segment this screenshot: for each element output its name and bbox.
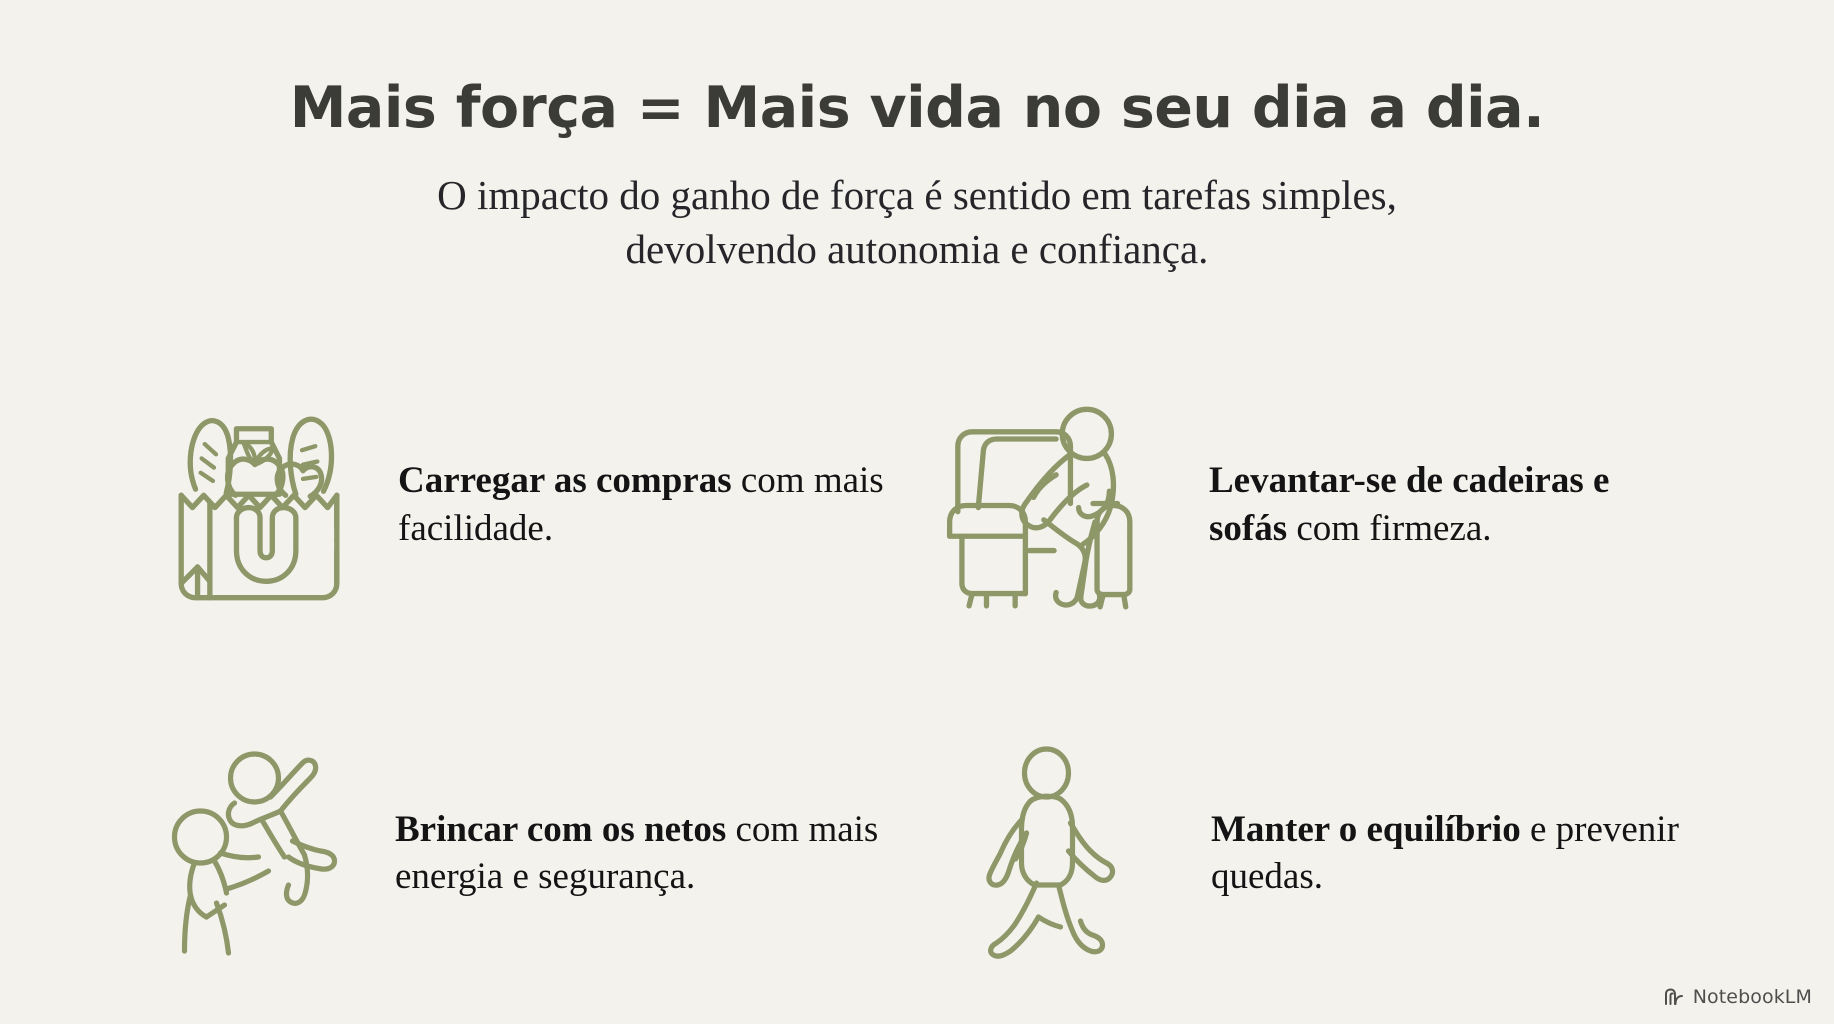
- person-standing-up-from-armchair-icon: [934, 397, 1169, 612]
- benefit-item-armchair: Levantar-se de cadeiras e sofás com firm…: [932, 334, 1684, 676]
- subtitle-line-2: devolvendo autonomia e confiança.: [625, 225, 1209, 272]
- benefit-text-grandchildren: Brincar com os netos com mais energia e …: [395, 806, 902, 901]
- slide-header: Mais força = Mais vida no seu dia a dia.…: [0, 0, 1834, 276]
- subtitle-line-1: O impacto do ganho de força é sentido em…: [437, 171, 1397, 218]
- benefit-item-balance: Manter o equilíbrio e prevenir quedas.: [932, 682, 1684, 1024]
- benefit-rest-balance: e prevenir quedas.: [1211, 808, 1679, 897]
- benefit-text-balance: Manter o equilíbrio e prevenir quedas.: [1211, 806, 1684, 901]
- benefit-item-grandchildren: Brincar com os netos com mais energia e …: [150, 682, 902, 1024]
- notebooklm-watermark: NotebookLM: [1663, 986, 1812, 1008]
- benefit-bold-armchair: Levantar-se de cadeiras e sofás: [1209, 460, 1610, 549]
- benefit-bold-balance: Manter o equilíbrio: [1211, 808, 1521, 850]
- grocery-bag-icon: [154, 397, 364, 612]
- benefit-bold-grandchildren: Brincar com os netos: [395, 808, 727, 850]
- notebooklm-label: NotebookLM: [1692, 986, 1812, 1008]
- notebooklm-spiral-icon: [1663, 988, 1685, 1006]
- benefit-text-groceries: Carregar as compras com mais facilidade.: [398, 457, 902, 552]
- walking-person-icon: [968, 745, 1153, 960]
- adult-lifting-child-icon: [156, 745, 361, 960]
- benefit-item-groceries: Carregar as compras com mais facilidade.: [150, 334, 902, 676]
- page-title: Mais força = Mais vida no seu dia a dia.: [289, 75, 1545, 141]
- benefit-rest-armchair: com firmeza.: [1287, 507, 1492, 549]
- benefit-text-armchair: Levantar-se de cadeiras e sofás com firm…: [1209, 457, 1684, 552]
- benefit-rest-groceries: com mais facilidade.: [398, 460, 884, 549]
- benefits-grid: Carregar as compras com mais facilidade.: [0, 276, 1834, 1024]
- benefit-bold-groceries: Carregar as compras: [398, 460, 732, 502]
- benefit-rest-grandchildren: com mais energia e segurança.: [395, 808, 879, 897]
- slide-subtitle: O impacto do ganho de força é sentido em…: [242, 168, 1592, 276]
